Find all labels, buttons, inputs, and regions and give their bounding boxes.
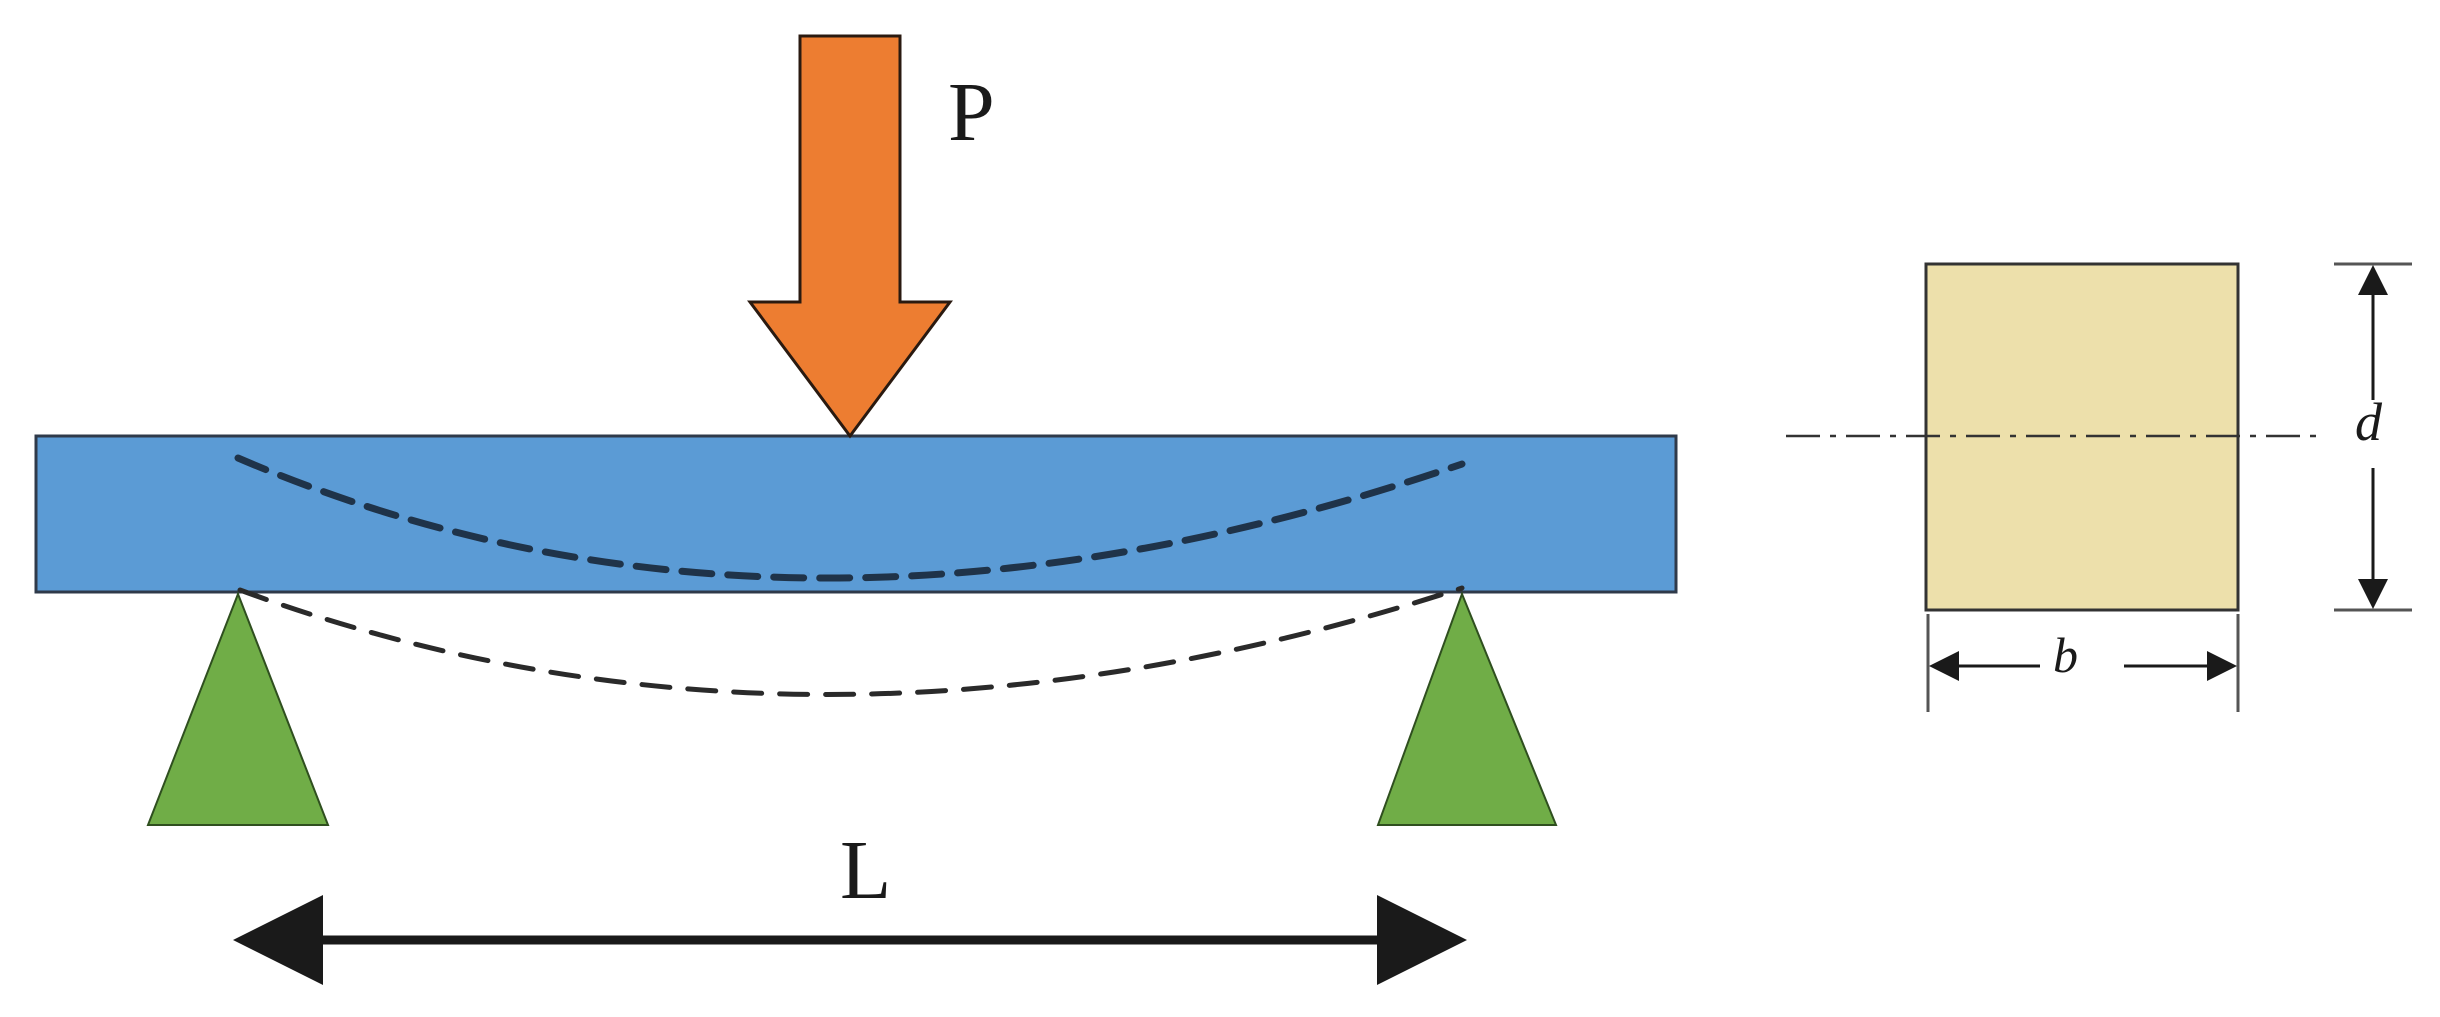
beam-deflection-curve-inner xyxy=(234,454,1466,582)
cross-section-group: d b xyxy=(1786,262,2412,712)
depth-label: d xyxy=(2355,392,2383,452)
beam xyxy=(34,434,1678,594)
left-support-icon xyxy=(146,591,330,826)
width-label: b xyxy=(2053,627,2078,683)
load-label: P xyxy=(948,66,995,159)
load-arrow-icon xyxy=(747,34,953,439)
right-support-icon xyxy=(1376,591,1558,826)
deflected-shape-curve xyxy=(237,585,1465,697)
beam-group xyxy=(34,434,1678,594)
span-label: L xyxy=(840,824,891,917)
